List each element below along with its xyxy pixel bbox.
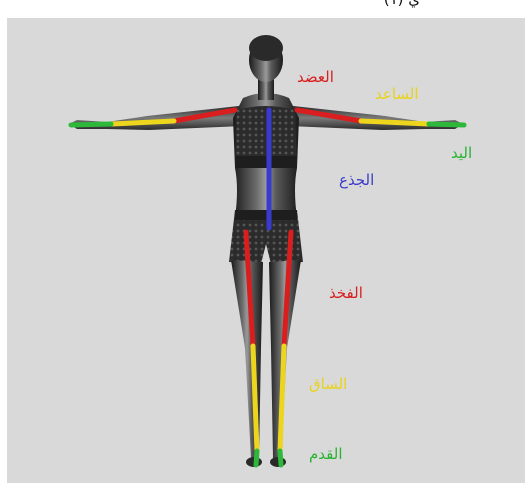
right-foot-segment xyxy=(280,451,281,465)
label-forearm: الساعد xyxy=(375,85,419,103)
right-forearm-segment xyxy=(361,121,429,124)
left-forearm-segment xyxy=(111,121,174,124)
legs xyxy=(231,260,301,467)
shorts-waistband xyxy=(235,210,297,220)
left-hand-segment xyxy=(71,124,111,125)
bra-band xyxy=(235,156,297,168)
left-foot-segment xyxy=(256,451,257,465)
label-foot: القدم xyxy=(309,445,343,463)
human-figure-illustration xyxy=(7,18,525,483)
figure-caption: ي (١) xyxy=(340,0,420,10)
label-hand: اليد xyxy=(451,144,472,162)
label-thigh: الفخذ xyxy=(329,284,363,302)
body-segments-figure: العضد الساعد اليد الجذع الفخذ الساق القد… xyxy=(7,18,525,483)
label-upper-arm: العضد xyxy=(297,68,334,86)
label-trunk: الجذع xyxy=(339,171,374,189)
segment-lines xyxy=(71,110,464,465)
hair xyxy=(249,35,283,61)
right-hand-segment xyxy=(429,124,464,125)
label-shank: الساق xyxy=(309,375,347,393)
